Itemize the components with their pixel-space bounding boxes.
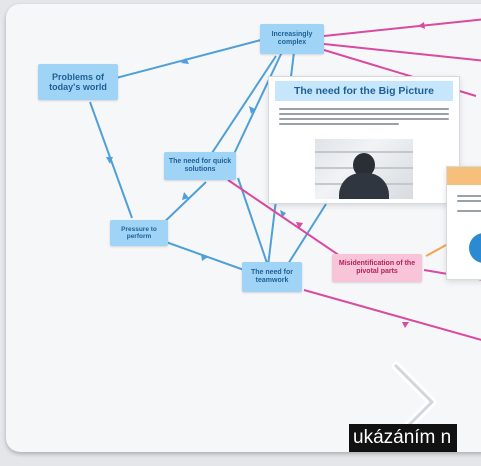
- card-text-line: [279, 123, 399, 125]
- edge-complex-out-1: [323, 18, 481, 37]
- edge-quick-complex: [233, 51, 283, 155]
- node-need-for-teamwork[interactable]: The need for teamwork: [242, 262, 302, 292]
- card-text-line: [457, 210, 481, 212]
- node-misidentification[interactable]: Misidentification of the pivotal parts: [332, 254, 422, 282]
- node-problems-of-todays-world[interactable]: Problems of today's world: [38, 64, 118, 100]
- node-increasingly-complex[interactable]: Increasingly complex: [260, 24, 324, 54]
- person-at-whiteboard-image: [315, 139, 413, 199]
- subtitle-caption: ukázáním n: [349, 424, 458, 452]
- card-text-line: [457, 200, 481, 202]
- card-text-line: [279, 113, 449, 115]
- node-pressure-to-perform[interactable]: Pressure to perform: [110, 220, 168, 246]
- avatar-icon: [469, 233, 481, 263]
- card-text-line: [279, 118, 449, 120]
- edge-orange: [425, 243, 449, 257]
- node-need-for-quick-solutions[interactable]: The need for quick solutions: [164, 152, 236, 180]
- card-text-line: [279, 108, 449, 110]
- edge-quick-misidentification: [227, 179, 347, 261]
- mind-map-canvas[interactable]: Problems of today's world Increasingly c…: [6, 4, 481, 452]
- partial-side-card[interactable]: [446, 166, 481, 280]
- edge-complex-out-2: [323, 43, 481, 62]
- big-picture-card[interactable]: The need for the Big Picture: [268, 76, 460, 204]
- edge-teamwork-out: [303, 289, 481, 341]
- card-text-line: [457, 195, 481, 197]
- card-title: The need for the Big Picture: [275, 81, 453, 101]
- edge-quick-complex-2: [209, 55, 277, 157]
- edge-problems-complex: [115, 39, 262, 79]
- card-header-bar: [447, 167, 481, 185]
- edge-teamwork-quick: [237, 177, 269, 267]
